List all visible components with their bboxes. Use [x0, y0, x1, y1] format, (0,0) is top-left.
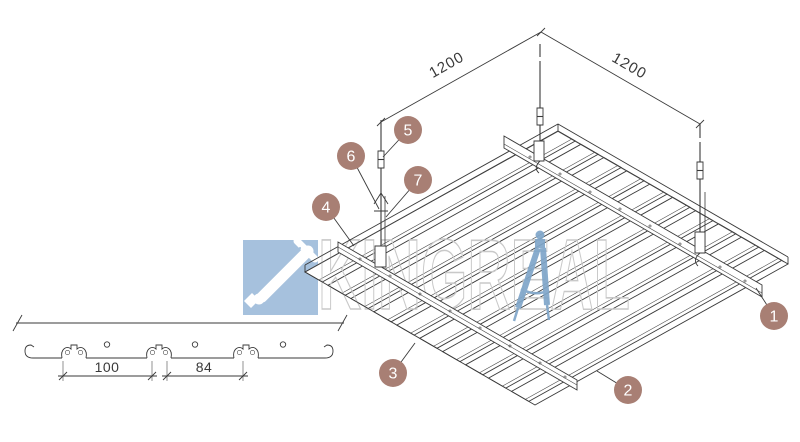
hanger-rod-center [533, 44, 545, 174]
panel-field [304, 130, 783, 402]
carrier-rails [337, 135, 763, 391]
callout-6: 6 [337, 142, 365, 170]
hanger-rods [373, 44, 706, 268]
panel-section-profile: 100 84 [12, 314, 348, 381]
dim-label-84: 84 [196, 359, 213, 375]
callout-5: 5 [394, 116, 422, 144]
callout-3-number: 3 [389, 366, 398, 383]
callout-4-number: 4 [322, 200, 331, 217]
caliper-icon [244, 237, 319, 308]
brand-logo-square [243, 237, 319, 315]
callout-5-number: 5 [404, 123, 413, 140]
callout-6-number: 6 [347, 149, 356, 166]
compass-icon [512, 230, 551, 322]
hanger-rod-left [373, 120, 389, 268]
callout-3: 3 [379, 359, 407, 387]
edge-trim [304, 123, 789, 406]
profile-dimensions: 100 84 [58, 359, 248, 381]
hanger-rod-right [694, 124, 706, 267]
perforation-hole [191, 341, 199, 348]
dim-label-100: 100 [95, 359, 120, 375]
perforation-hole [279, 341, 287, 348]
callout-1: 1 [760, 302, 788, 330]
callout-1-number: 1 [770, 309, 779, 326]
callouts: 1 2 3 4 5 6 7 [312, 116, 788, 404]
callout-2: 2 [614, 376, 642, 404]
callout-4: 4 [312, 193, 340, 221]
perforation-hole [103, 341, 111, 348]
callout-2-number: 2 [624, 383, 633, 400]
callout-7-number: 7 [414, 173, 423, 190]
watermark-text: KINGREAL [318, 219, 630, 331]
dim-label-right: 1200 [609, 49, 650, 82]
callout-7: 7 [404, 166, 432, 194]
